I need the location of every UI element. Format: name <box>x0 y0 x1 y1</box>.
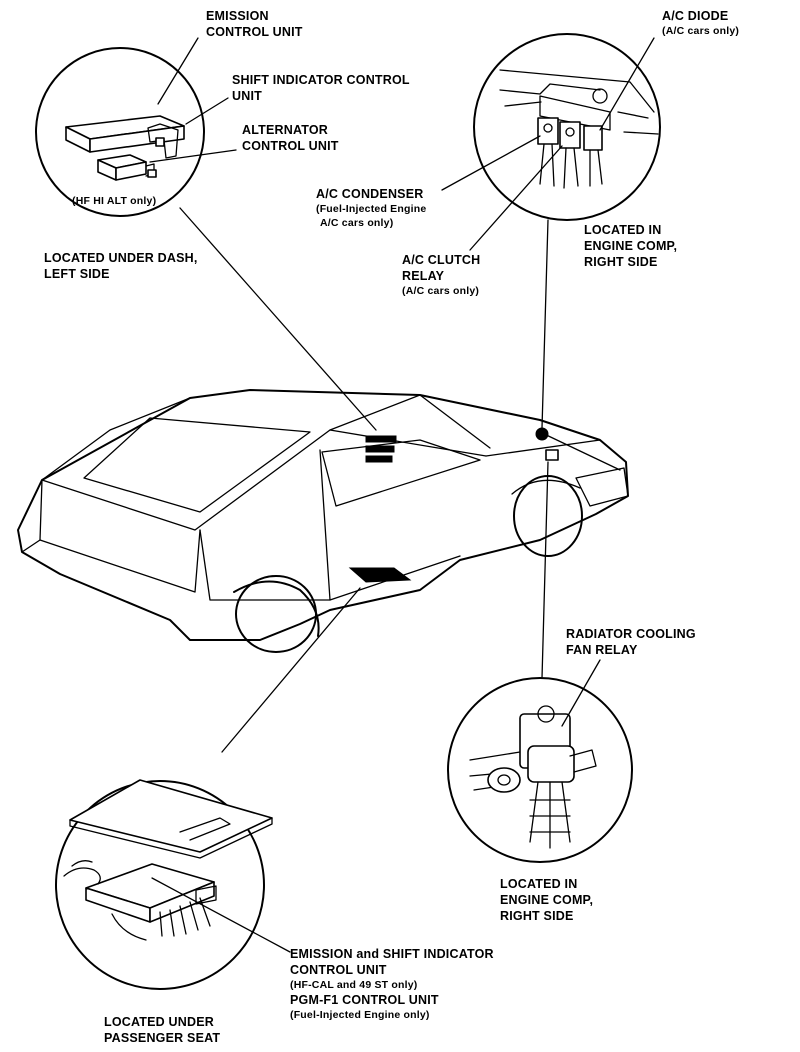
label-ac-diode: A/C DIODE (A/C cars only) <box>662 9 740 37</box>
detail-circle-under-seat <box>55 779 273 990</box>
label-radiator-cooling-fan-relay: RADIATOR COOLING FAN RELAY <box>566 627 696 657</box>
label-located-engine-comp-top: LOCATED IN ENGINE COMP, RIGHT SIDE <box>584 223 678 269</box>
leader-lines <box>149 37 655 953</box>
label-ac-condenser: A/C CONDENSER (Fuel-Injected Engine A/C … <box>316 187 427 229</box>
label-located-under-dash: LOCATED UNDER DASH, LEFT SIDE <box>44 251 198 281</box>
car-outline <box>17 389 629 653</box>
detail-circle-engine-comp-bottom <box>447 677 633 863</box>
label-emission-shift-indicator-control-unit: EMISSION and SHIFT INDICATOR CONTROL UNI… <box>290 947 494 1021</box>
label-located-under-passenger-seat: LOCATED UNDER PASSENGER SEAT <box>104 1015 221 1045</box>
detail-circle-under-dash <box>35 47 205 217</box>
label-ac-clutch-relay: A/C CLUTCH RELAY (A/C cars only) <box>402 253 481 297</box>
label-shift-indicator-control-unit: SHIFT INDICATOR CONTROL UNIT <box>232 73 410 103</box>
label-hf-hi-alt-only: (HF HI ALT only) <box>72 195 157 207</box>
label-emission-control-unit: EMISSION CONTROL UNIT <box>206 9 303 39</box>
detail-circle-engine-comp-top <box>473 33 661 221</box>
label-alternator-control-unit: ALTERNATOR CONTROL UNIT <box>242 123 339 153</box>
label-located-engine-comp-bottom: LOCATED IN ENGINE COMP, RIGHT SIDE <box>500 877 594 923</box>
